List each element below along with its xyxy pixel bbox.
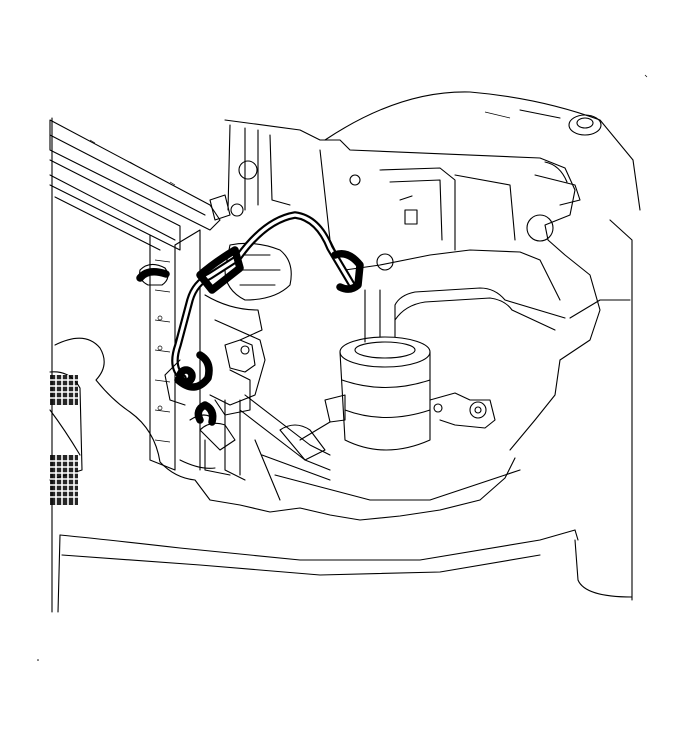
accumulator (339, 287, 566, 451)
ac-line-highlighted (164, 211, 364, 426)
lower-lines (224, 394, 521, 501)
fender-liner (54, 337, 516, 521)
mounting-bracket (299, 392, 496, 441)
hood-panel (324, 74, 648, 211)
condenser (136, 229, 201, 471)
fitting-cluster (189, 194, 292, 476)
radiator-support (49, 117, 221, 613)
inner-fender (224, 109, 633, 601)
grille-mesh-lower (50, 455, 78, 505)
grille-mesh-upper (50, 375, 78, 405)
front-grille (49, 371, 83, 505)
stray-mark (37, 659, 39, 661)
bumper-fascia (57, 529, 579, 613)
